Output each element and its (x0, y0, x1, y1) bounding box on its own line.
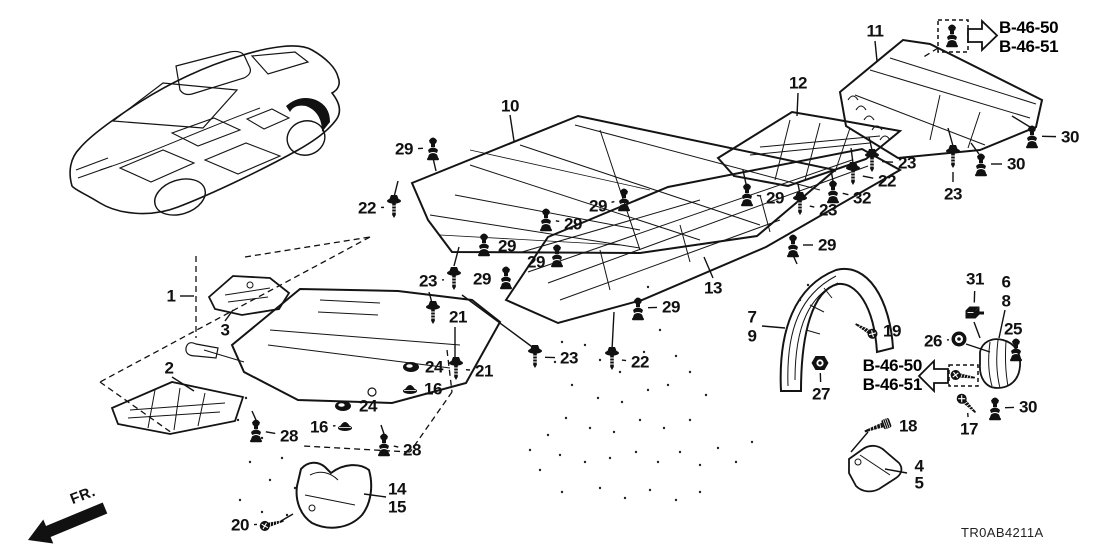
callout-29[interactable]: 29 (498, 236, 516, 256)
callout-30[interactable]: 30 (1007, 154, 1025, 174)
ref-block-mid: B-46-50 B-46-51 (840, 356, 923, 394)
callout-29[interactable]: 29 (527, 252, 545, 272)
callout-20[interactable]: 20 (231, 515, 249, 535)
callout-29[interactable]: 29 (589, 196, 607, 216)
callout-24[interactable]: 24 (359, 396, 377, 416)
part-label-12[interactable]: 12 (789, 73, 807, 93)
callout-31[interactable]: 31 (966, 269, 984, 289)
drawing-code: TR0AB4211A (961, 525, 1044, 540)
callout-29[interactable]: 29 (564, 214, 582, 234)
callout-25[interactable]: 25 (1004, 319, 1022, 339)
callout-26[interactable]: 26 (924, 331, 942, 351)
car-illustration (69, 45, 341, 216)
part-label-8[interactable]: 8 (1001, 291, 1011, 311)
callout-19[interactable]: 19 (883, 321, 901, 341)
ref-link-top-1[interactable]: B-46-50 (999, 18, 1059, 37)
panel-13 (504, 147, 903, 325)
callout-23[interactable]: 23 (419, 271, 437, 291)
callout-32[interactable]: 32 (853, 188, 871, 208)
callout-28[interactable]: 28 (280, 426, 298, 446)
ref-link-top-2[interactable]: B-46-51 (999, 36, 1059, 56)
part-label-5[interactable]: 5 (914, 473, 924, 493)
callout-27[interactable]: 27 (812, 384, 830, 404)
callout-30[interactable]: 30 (1061, 127, 1079, 147)
part-label-2[interactable]: 2 (164, 358, 174, 378)
callout-22[interactable]: 22 (358, 198, 376, 218)
callout-29[interactable]: 29 (818, 235, 836, 255)
callout-29[interactable]: 29 (662, 297, 680, 317)
part-label-3[interactable]: 3 (220, 320, 230, 340)
callout-17[interactable]: 17 (960, 419, 978, 439)
part-label-11[interactable]: 11 (866, 21, 884, 41)
ref-link-mid-2[interactable]: B-46-51 (862, 374, 923, 394)
part-label-9[interactable]: 9 (747, 326, 757, 346)
callout-23[interactable]: 23 (944, 184, 962, 204)
part-label-13[interactable]: 13 (704, 278, 722, 298)
fr-arrow-icon (28, 502, 108, 544)
callout-18[interactable]: 18 (899, 416, 917, 436)
part-label-10[interactable]: 10 (501, 96, 519, 116)
part-label-4[interactable]: 4 (914, 456, 924, 476)
callout-29[interactable]: 29 (473, 269, 491, 289)
callout-21[interactable]: 21 (449, 307, 467, 327)
part-label-7[interactable]: 7 (747, 307, 757, 327)
ref-mid-dashed-box (948, 364, 979, 387)
callout-28[interactable]: 28 (403, 440, 421, 460)
callout-23[interactable]: 23 (819, 200, 837, 220)
fender-liner (779, 267, 895, 392)
part-label-14[interactable]: 14 (388, 479, 406, 499)
callout-16[interactable]: 16 (424, 379, 442, 399)
callout-16[interactable]: 16 (310, 417, 328, 437)
part-label-1[interactable]: 1 (166, 286, 176, 306)
part-label-6[interactable]: 6 (1001, 272, 1011, 292)
ref-block-top: B-46-50 B-46-51 (999, 18, 1059, 56)
ref-top-arrow-right-icon (967, 18, 999, 53)
callout-21[interactable]: 21 (475, 361, 493, 381)
callout-29[interactable]: 29 (766, 188, 784, 208)
ref-link-mid-1[interactable]: B-46-50 (862, 356, 923, 375)
mud-guard (295, 461, 373, 529)
callout-23[interactable]: 23 (560, 348, 578, 368)
callout-29[interactable]: 29 (395, 139, 413, 159)
part-label-15[interactable]: 15 (388, 497, 406, 517)
callout-24[interactable]: 24 (425, 357, 443, 377)
callout-22[interactable]: 22 (631, 352, 649, 372)
callout-22[interactable]: 22 (878, 171, 896, 191)
callout-30[interactable]: 30 (1019, 397, 1037, 417)
callout-23[interactable]: 23 (898, 153, 916, 173)
panel-10 (410, 114, 838, 255)
ref-mid-arrow-left-icon (917, 358, 949, 394)
